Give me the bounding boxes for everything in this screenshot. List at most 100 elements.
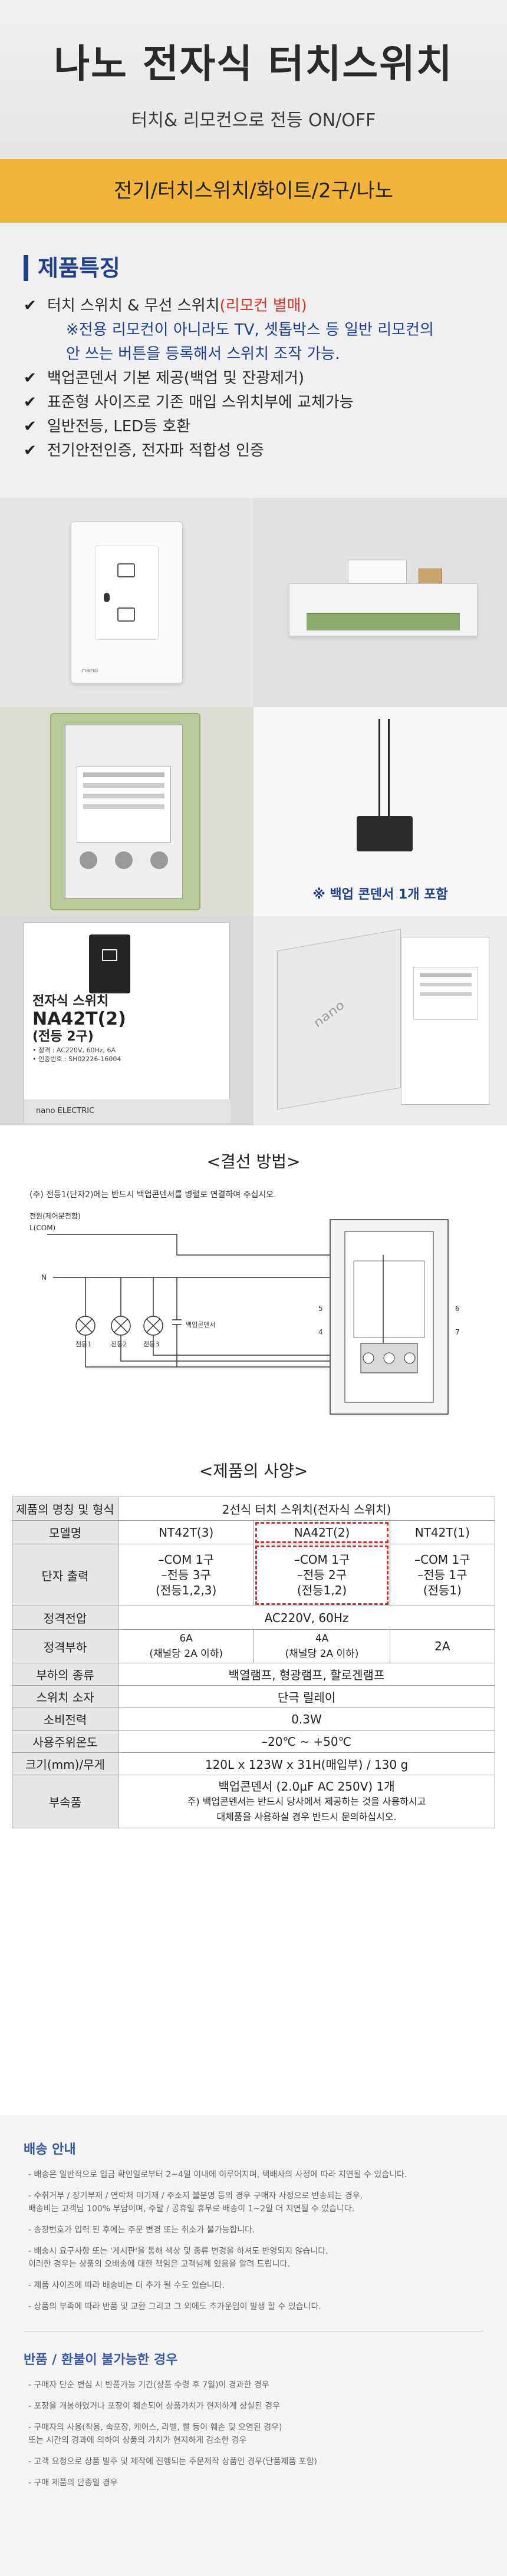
wiring-svg: (주) 전등1(단자2)에는 반드시 백업콘덴서를 병렬로 연결하여 주십시오.… — [29, 1190, 460, 1415]
lamp-label: 전등2 — [111, 1340, 127, 1348]
terminal-number: 4 — [318, 1328, 323, 1336]
screw-icon — [115, 851, 133, 869]
table-row: 정격부하 6A (채널당 2A 이하) 4A (채널당 2A 이하) 2A — [12, 1629, 496, 1663]
box-side-left: nano — [277, 929, 401, 1110]
touch-button-icon — [102, 949, 117, 961]
touch-button-icon — [117, 607, 135, 622]
table-row: 부하의 종류 백열램프, 형광램프, 할로겐램프 — [12, 1663, 495, 1686]
n-label: N — [41, 1273, 47, 1282]
table-row: 사용주위온도 –20℃ ~ +50℃ — [12, 1730, 495, 1753]
capacitor-caption: ※ 백업 콘덴서 1개 포함 — [312, 887, 448, 902]
terminal-number: 5 — [318, 1304, 323, 1313]
wiring-note: (주) 전등1(단자2)에는 반드시 백업콘덴서를 병렬로 연결하여 주십시오. — [29, 1190, 276, 1200]
back-label — [77, 766, 171, 843]
table-row: 정격전압 AC220V, 60Hz — [12, 1606, 495, 1630]
backup-module — [348, 560, 407, 583]
lamp-return-wires — [85, 1335, 336, 1368]
lamp-label: 전등3 — [143, 1340, 159, 1348]
photo-switch-side — [254, 498, 507, 707]
lamp-cross — [78, 1319, 93, 1333]
shipping-title: 배송 안내 — [24, 2142, 76, 2157]
box-brand: nano ELECTRIC — [36, 1107, 95, 1115]
highlighted-output: –COM 1구 –전등 2구 (전등1,2) — [254, 1544, 390, 1606]
box-brand-watermark: nano — [311, 998, 347, 1031]
com-wire — [47, 1234, 383, 1256]
shipping-section: 배송 안내 - 배송은 일반적으로 입금 확인일로부터 2~4일 이내에 이루어… — [0, 2115, 507, 2576]
check-icon: ✔ — [24, 297, 37, 315]
returns-line: - 구매자의 사용(착용, 속포장, 케어스, 라벨, 빨 등이 훼손 및 오염… — [28, 2423, 282, 2432]
spec-table: 제품의 명칭 및 형식 2선식 터치 스위치(전자식 스위치) 모델명 NT42… — [12, 1497, 496, 1828]
table-row: 제품의 명칭 및 형식 2선식 터치 스위치(전자식 스위치) — [12, 1497, 495, 1521]
shipping-line: 배송비는 고객님 100% 부담이며, 주말 / 공휴일 휴무로 배송이 1~2… — [28, 2204, 355, 2214]
lamp-feed-wires — [85, 1277, 154, 1316]
com-label: L(COM) — [29, 1224, 55, 1232]
table-row: 부속품 백업콘덴서 (2.0μF AC 250V) 1개 주) 백업콘덴서는 반… — [12, 1775, 495, 1828]
terminal-screw-icon — [404, 1352, 416, 1364]
header: 나노 전자식 터치스위치 터치& 리모컨으로 전등 ON/OFF — [0, 0, 507, 159]
shipping-line: - 상품의 부족에 따라 반품 및 교환 그리고 그 외에도 추가운임이 발생 … — [28, 2302, 321, 2311]
returns-title: 반품 / 환불이 불가능한 경우 — [24, 2353, 178, 2367]
returns-line: - 구매자 단순 변심 시 반품가능 기간(상품 수령 후 7일)이 경과한 경… — [28, 2380, 269, 2390]
power-label: 전원(제어분전함) — [29, 1212, 81, 1220]
shipping-line: - 제품 사이즈에 따라 배송비는 더 추가 될 수도 있습니다. — [28, 2281, 225, 2290]
table-row: 단자 출력 –COM 1구 –전등 3구 (전등1,2,3) –COM 1구 –… — [12, 1544, 496, 1606]
lamp-label: 전등1 — [75, 1340, 91, 1348]
feature-item: ✔ 터치 스위치 & 무선 스위치(리모컨 별매) — [24, 294, 507, 318]
returns-line: 또는 시간의 경과에 의하여 상품의 가치가 현저하게 감소한 경우 — [28, 2436, 247, 2445]
highlighted-model: NA42T(2) — [254, 1520, 390, 1544]
terminal-screw-icon — [383, 1352, 395, 1364]
terminal-block — [419, 569, 442, 583]
terminal-number: 7 — [455, 1328, 460, 1336]
shipping-line: 이러한 경우는 상품의 오배송에 대한 책임은 고객님께 있음을 알려 드립니다… — [28, 2260, 290, 2269]
returns-line: - 고객 요청으로 상품 발주 및 제작에 진행되는 주문제작 상품인 경우(단… — [28, 2457, 317, 2466]
capacitor-symbol — [172, 1277, 182, 1367]
feature-item: ✔ 일반전등, LED등 호환 — [24, 415, 507, 439]
table-row: 소비전력 0.3W — [12, 1708, 495, 1730]
wiring-diagram: (주) 전등1(단자2)에는 반드시 백업콘덴서를 병렬로 연결하여 주십시오.… — [0, 1173, 507, 1444]
photo-box-front: nano ELECTRIC 전자식 스위치 NA42T(2) (전등 2구) •… — [0, 916, 254, 1125]
table-row: 모델명 NT42T(3) NA42T(2) NT42T(1) — [12, 1520, 496, 1544]
screw-icon — [150, 851, 168, 869]
capacitor-lead — [388, 719, 390, 819]
touch-button-icon — [117, 563, 135, 577]
features-title: 제품특징 — [24, 255, 507, 281]
box-label: 전자식 스위치 NA42T(2) (전등 2구) • 정격 : AC220V, … — [32, 994, 126, 1063]
lamp-cross — [146, 1319, 160, 1333]
feature-item: ✔ 백업콘덴서 기본 제공(백업 및 잔광제거) — [24, 366, 507, 391]
check-icon: ✔ — [24, 442, 37, 460]
shipping-line: - 배송시 요구사항 또는 '게시판'을 통해 색상 및 종류 변경을 하셔도 … — [28, 2247, 328, 2256]
brand-logo: nano — [82, 666, 98, 674]
product-subtitle: 터치& 리모컨으로 전등 ON/OFF — [131, 110, 376, 131]
photo-box-side: nano — [254, 916, 507, 1125]
product-photo-grid: nano — [0, 498, 507, 1125]
photo-switch-back — [0, 707, 254, 916]
table-row: 크기(mm)/무게 120L x 123W x 31H(매입부) / 130 g — [12, 1752, 495, 1775]
switch-back-label — [353, 1260, 425, 1338]
table-row: 스위치 소자 단극 릴레이 — [12, 1685, 495, 1708]
capacitor-lead — [378, 719, 380, 819]
returns-line: - 구매 제품의 단종일 경우 — [28, 2478, 118, 2488]
screw-icon — [80, 851, 97, 869]
shipping-line: - 배송은 일반적으로 입금 확인일로부터 2~4일 이내에 이루어지며, 택배… — [28, 2170, 407, 2179]
terminal-screw-icon — [363, 1352, 374, 1364]
feature-note: 안 쓰는 버튼을 등록해서 스위치 조작 가능. — [66, 345, 340, 363]
switch-plate: nano — [71, 521, 183, 683]
feature-item: ✔ 전기안전인증, 전자파 적합성 인증 — [24, 439, 507, 463]
led-indicator-icon — [104, 593, 110, 602]
check-icon: ✔ — [24, 394, 37, 411]
product-title: 나노 전자식 터치스위치 — [54, 41, 453, 87]
terminal-number: 6 — [455, 1304, 460, 1313]
photo-switch-front: nano — [0, 498, 254, 707]
feature-note: ※전용 리모컨이 아니라도 TV, 셋톱박스 등 일반 리모컨의 — [66, 321, 434, 339]
shipping-line: - 수취거부 / 장기부재 / 연락처 미기재 / 주소지 불분명 등의 경우 … — [28, 2191, 363, 2201]
capacitor-body — [357, 816, 413, 851]
shipping-line: - 송장번호가 입력 된 후에는 주문 변경 또는 취소가 불가능합니다. — [28, 2225, 255, 2235]
wiring-title: <결선 방법> — [206, 1152, 301, 1171]
lamp-cross — [114, 1319, 128, 1333]
returns-line: - 포장을 개봉하였거나 포장이 훼손되어 상품가치가 현저하게 상실된 경우 — [28, 2402, 281, 2411]
photo-backup-capacitor: ※ 백업 콘덴서 1개 포함 — [254, 707, 507, 916]
box-side-right — [401, 937, 489, 1105]
mount-frame — [307, 613, 460, 630]
box-switch-image — [89, 934, 130, 993]
